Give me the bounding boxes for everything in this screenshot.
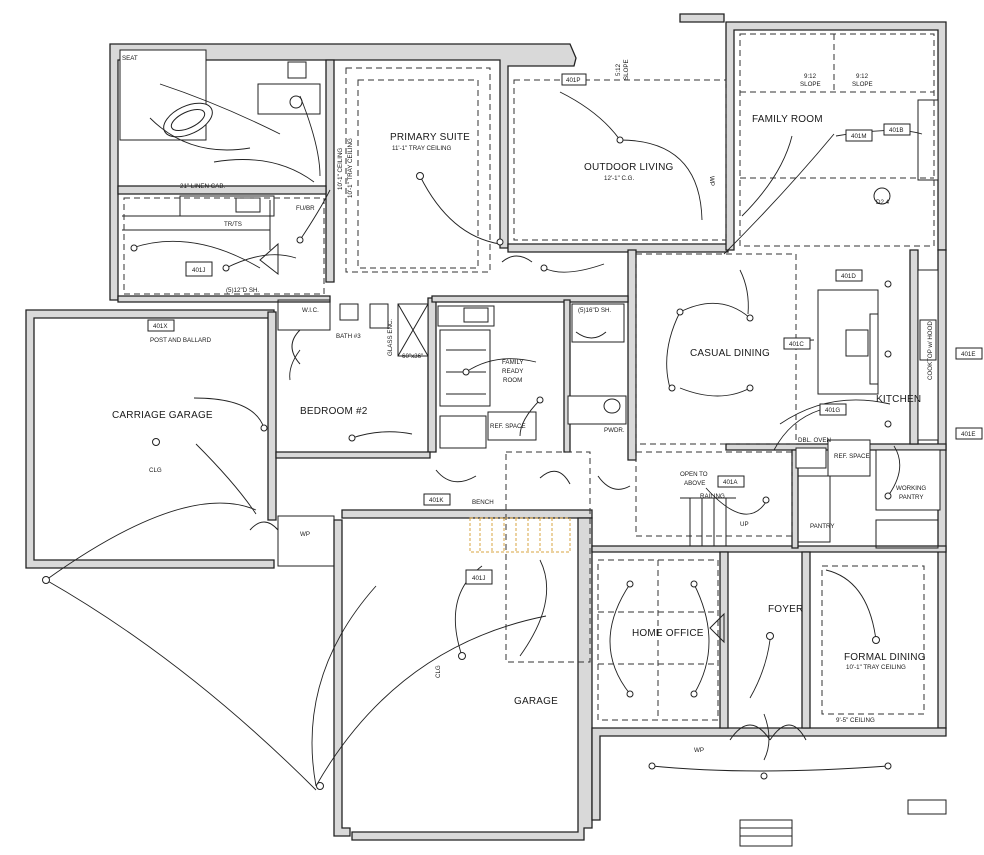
label-foyer: FOYER (768, 604, 803, 615)
label-kitchen: KITCHEN (876, 394, 921, 405)
note-ref-space: REF. SPACE (490, 423, 526, 430)
label-home-office: HOME OFFICE (632, 628, 704, 639)
tag-401d: 401D (841, 273, 856, 280)
note-clg: CLG (149, 467, 162, 474)
note-railing: RAILING (700, 493, 725, 500)
label-family-ready-room-2: READY (502, 368, 523, 375)
note-wp-3: WP (708, 176, 715, 186)
equipment-tags: 401P 401M 401B 401J 401X 401D 401C 401E … (147, 73, 983, 585)
note-tr-ts: TR/TS (224, 221, 242, 228)
tag-401m: 401M (851, 133, 866, 140)
note-open-to-2: ABOVE (684, 480, 705, 487)
note-ref-space-2: REF. SPACE (834, 453, 870, 460)
note-open-to-1: OPEN TO (680, 471, 708, 478)
label-formal-dining-ceiling: 10'-1" TRAY CEILING (846, 664, 906, 671)
tag-401j-2: 401J (472, 575, 485, 582)
tag-401p: 401P (566, 77, 580, 84)
tag-401k: 401K (429, 497, 444, 504)
note-d24: D2.4 (876, 199, 890, 206)
note-wp-2: WP (694, 747, 704, 754)
family-ready-room-cabinets (437, 303, 627, 449)
note-up: UP (740, 521, 749, 528)
tag-401x: 401X (153, 323, 167, 330)
light-fixtures (42, 136, 892, 790)
note-slope-3: 5:12 (615, 63, 622, 76)
note-slope-2b: SLOPE (852, 81, 873, 88)
note-slope-2: 9:12 (856, 73, 869, 80)
note-wp: WP (300, 531, 310, 538)
label-garage: GARAGE (514, 696, 558, 707)
ceiling-outlines (123, 33, 935, 721)
note-clg-2: CLG (435, 665, 442, 678)
note-shower-size: 60"x36" (402, 353, 423, 360)
label-outdoor-living-ceiling: 12'-1" C.G. (604, 175, 634, 182)
note-sh-16d: (5)16"D SH. (578, 307, 611, 314)
label-pantry: PANTRY (810, 523, 835, 530)
steps (277, 515, 947, 847)
annotations: SEAT 21" LINEN CAB. FU/BR TR/TS (5)12"D … (122, 55, 934, 754)
tag-401b: 401B (889, 127, 903, 134)
doors (249, 242, 807, 741)
label-formal-dining: FORMAL DINING (844, 652, 926, 663)
note-dbl-oven: DBL. OVEN (798, 437, 831, 444)
note-slope-1: 9:12 (804, 73, 817, 80)
garage-stairs (469, 497, 736, 553)
primary-bath (119, 49, 429, 357)
note-ceiling-10-1: 10'-1" CEILING (337, 148, 344, 190)
tag-401a: 401A (723, 479, 738, 486)
tag-401j: 401J (192, 267, 205, 274)
note-fu-br: FU/BR (296, 205, 315, 212)
note-glass-enc: GLASS ENC. (387, 319, 394, 356)
room-labels: PRIMARY SUITE 11'-1" TRAY CEILING OUTDOO… (112, 114, 926, 707)
tag-401e: 401E (961, 351, 975, 358)
note-post-ballard: POST AND BALLARD (150, 337, 212, 344)
label-family-room: FAMILY ROOM (752, 114, 823, 125)
tag-401g: 401G (825, 407, 840, 414)
note-ceiling-10-1-tray: 10'-1" TRAY CEILING (347, 138, 354, 198)
label-family-ready-room-1: FAMILY (502, 359, 524, 366)
label-bath-3: BATH #3 (336, 333, 361, 340)
note-bench: BENCH (472, 499, 494, 506)
note-ceiling-9-5: 9'-5" CEILING (836, 717, 875, 724)
note-linen-cab: 21" LINEN CAB. (180, 183, 225, 190)
tag-401e-2: 401E (961, 431, 975, 438)
label-wic: W.I.C. (302, 307, 319, 314)
note-seat: SEAT (122, 55, 138, 62)
exterior-walls (25, 13, 947, 841)
wiring (45, 83, 923, 791)
label-family-ready-room-3: ROOM (503, 377, 522, 384)
note-slope-3b: SLOPE (623, 59, 630, 80)
note-slope-1b: SLOPE (800, 81, 821, 88)
label-working-pantry-1: WORKING (896, 485, 926, 492)
note-sh-12d: (5)12"D SH. (226, 287, 259, 294)
label-primary-suite-ceiling: 11'-1" TRAY CEILING (392, 145, 452, 152)
label-casual-dining: CASUAL DINING (690, 348, 770, 359)
label-carriage-garage: CARRIAGE GARAGE (112, 410, 213, 421)
label-primary-suite: PRIMARY SUITE (390, 132, 470, 143)
label-outdoor-living: OUTDOOR LIVING (584, 162, 673, 173)
label-pwdr: PWDR. (604, 427, 625, 434)
label-bedroom-2: BEDROOM #2 (300, 406, 368, 417)
note-cooktop-hood: COOKTOP w/ HOOD (927, 321, 934, 380)
label-working-pantry-2: PANTRY (899, 494, 924, 501)
tag-401c: 401C (789, 341, 804, 348)
kitchen-fixtures (795, 99, 941, 549)
